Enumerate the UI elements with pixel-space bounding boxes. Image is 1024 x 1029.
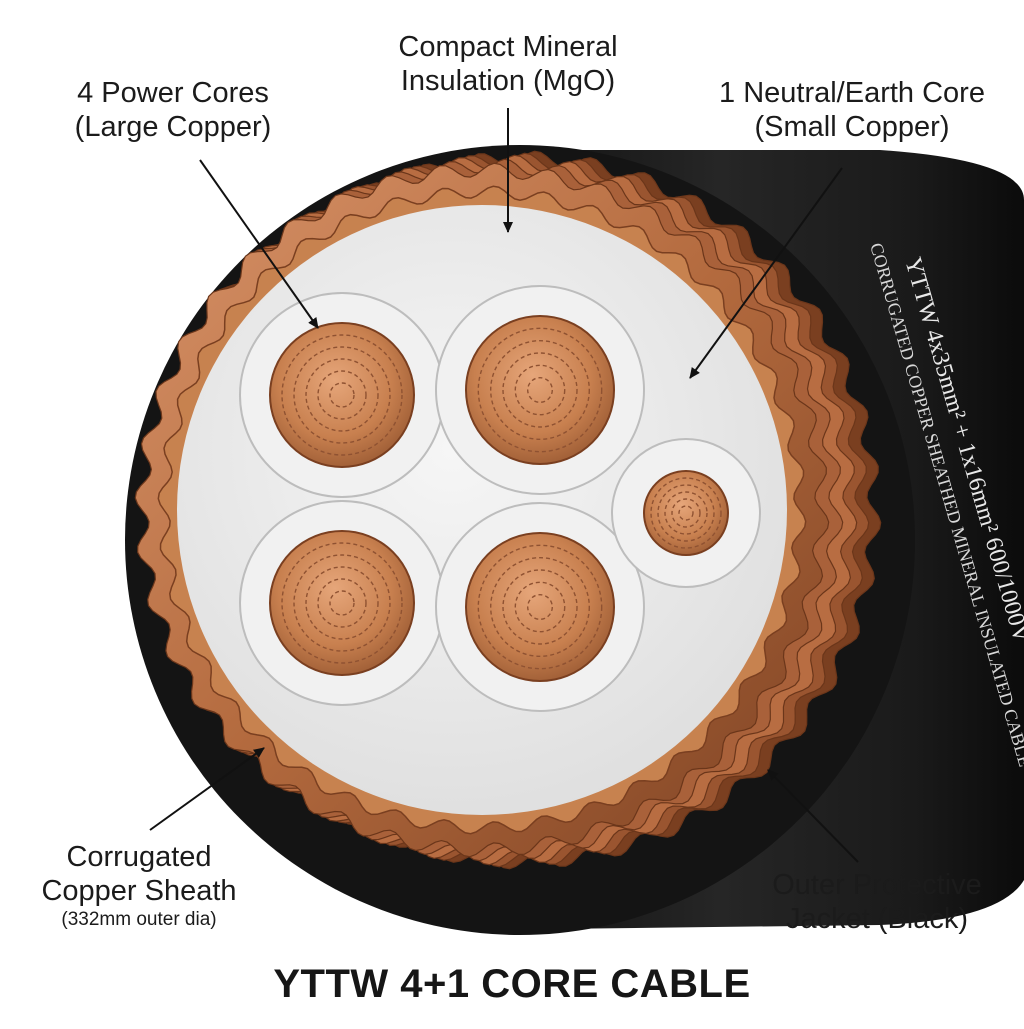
strand-ring xyxy=(514,581,566,633)
arrow-power-cores xyxy=(199,159,319,329)
neutral-earth-core-copper xyxy=(643,470,729,556)
insulation-line1: Compact Mineral xyxy=(398,31,618,63)
power-core-3 xyxy=(239,500,445,706)
strand-ring xyxy=(657,484,715,542)
strand-ring xyxy=(650,477,722,549)
power-core-1-copper xyxy=(269,322,415,468)
strand-ring xyxy=(477,544,603,670)
arrow-jacket xyxy=(767,769,859,863)
strand-ring xyxy=(527,594,554,621)
strand-ring xyxy=(527,377,554,404)
strand-ring xyxy=(293,346,391,444)
strand-ring xyxy=(281,542,403,664)
strand-ring xyxy=(664,491,708,535)
strand-ring xyxy=(329,382,355,408)
jacket-line1: Outer Protective xyxy=(772,869,982,901)
strand-ring xyxy=(281,334,403,456)
neutral-earth-core xyxy=(611,438,761,588)
strand-ring xyxy=(502,352,578,428)
label-insulation: Compact Mineral Insulation (MgO) xyxy=(378,30,638,98)
cores-group xyxy=(239,285,761,712)
power-core-2 xyxy=(435,285,645,495)
label-jacket: Outer Protective Jacket (Black) xyxy=(752,868,1002,936)
insulation-line2: Insulation (MgO) xyxy=(400,65,616,97)
neutral-core-line1: 1 Neutral/Earth Core xyxy=(719,77,985,109)
strand-ring xyxy=(305,566,379,640)
label-neutral-core: 1 Neutral/Earth Core (Small Copper) xyxy=(700,76,1004,144)
power-cores-line1: 4 Power Cores xyxy=(77,77,269,109)
power-core-1 xyxy=(239,292,445,498)
diagram-title: YTTW 4+1 CORE CABLE xyxy=(273,962,751,1006)
strand-ring xyxy=(329,590,355,616)
strand-ring xyxy=(490,557,591,658)
strand-ring xyxy=(477,327,603,453)
sheath-line1: Corrugated xyxy=(66,841,212,873)
neutral-core-line2: (Small Copper) xyxy=(754,111,950,143)
power-core-2-copper xyxy=(465,315,615,465)
power-core-4 xyxy=(435,502,645,712)
strand-ring xyxy=(490,340,591,441)
strand-ring xyxy=(514,364,566,416)
strand-ring xyxy=(678,505,694,521)
power-cores-line2: (Large Copper) xyxy=(74,111,272,143)
strand-ring xyxy=(293,554,391,652)
arrow-neutral-core xyxy=(689,167,843,379)
sheath-note: (332mm outer dia) xyxy=(61,909,217,930)
label-sheath: Corrugated Copper Sheath (332mm outer di… xyxy=(14,840,264,932)
arrow-sheath xyxy=(149,747,265,831)
strand-ring xyxy=(671,498,701,528)
sheath-line2: Copper Sheath xyxy=(41,875,237,907)
label-power-cores: 4 Power Cores (Large Copper) xyxy=(48,76,298,144)
power-core-3-copper xyxy=(269,530,415,676)
power-core-4-copper xyxy=(465,532,615,682)
strand-ring xyxy=(502,569,578,645)
jacket-line2: Jacket (Black) xyxy=(785,903,969,935)
strand-ring xyxy=(317,370,367,420)
strand-ring xyxy=(305,358,379,432)
strand-ring xyxy=(317,578,367,628)
